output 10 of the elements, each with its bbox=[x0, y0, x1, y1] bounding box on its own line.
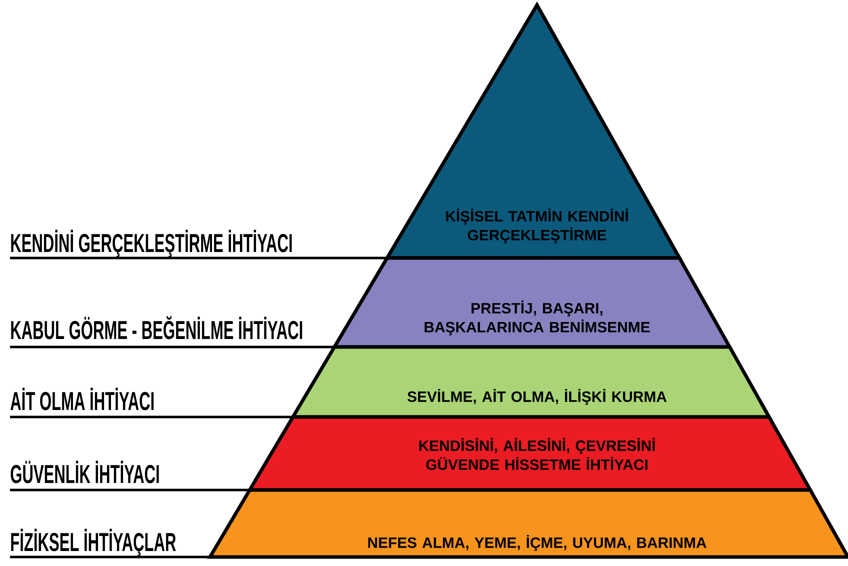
level-label: AİT OLMA İHTİYACI bbox=[10, 388, 154, 410]
level-label: FİZİKSEL İHTİYAÇLAR bbox=[11, 528, 176, 556]
level-label: GÜVENLİK İHTİYACI bbox=[10, 460, 159, 484]
level-label: KENDİNİ GERÇEKLEŞTİRME İHTİYACI bbox=[11, 230, 292, 258]
leader-line bbox=[10, 488, 250, 492]
level-label: KABUL GÖRME - BEĞENİLME İHTİYACI bbox=[11, 316, 302, 340]
leader-line bbox=[10, 416, 293, 418]
leader-line bbox=[10, 256, 388, 260]
leader-line bbox=[10, 346, 334, 348]
leader-line bbox=[10, 556, 210, 558]
